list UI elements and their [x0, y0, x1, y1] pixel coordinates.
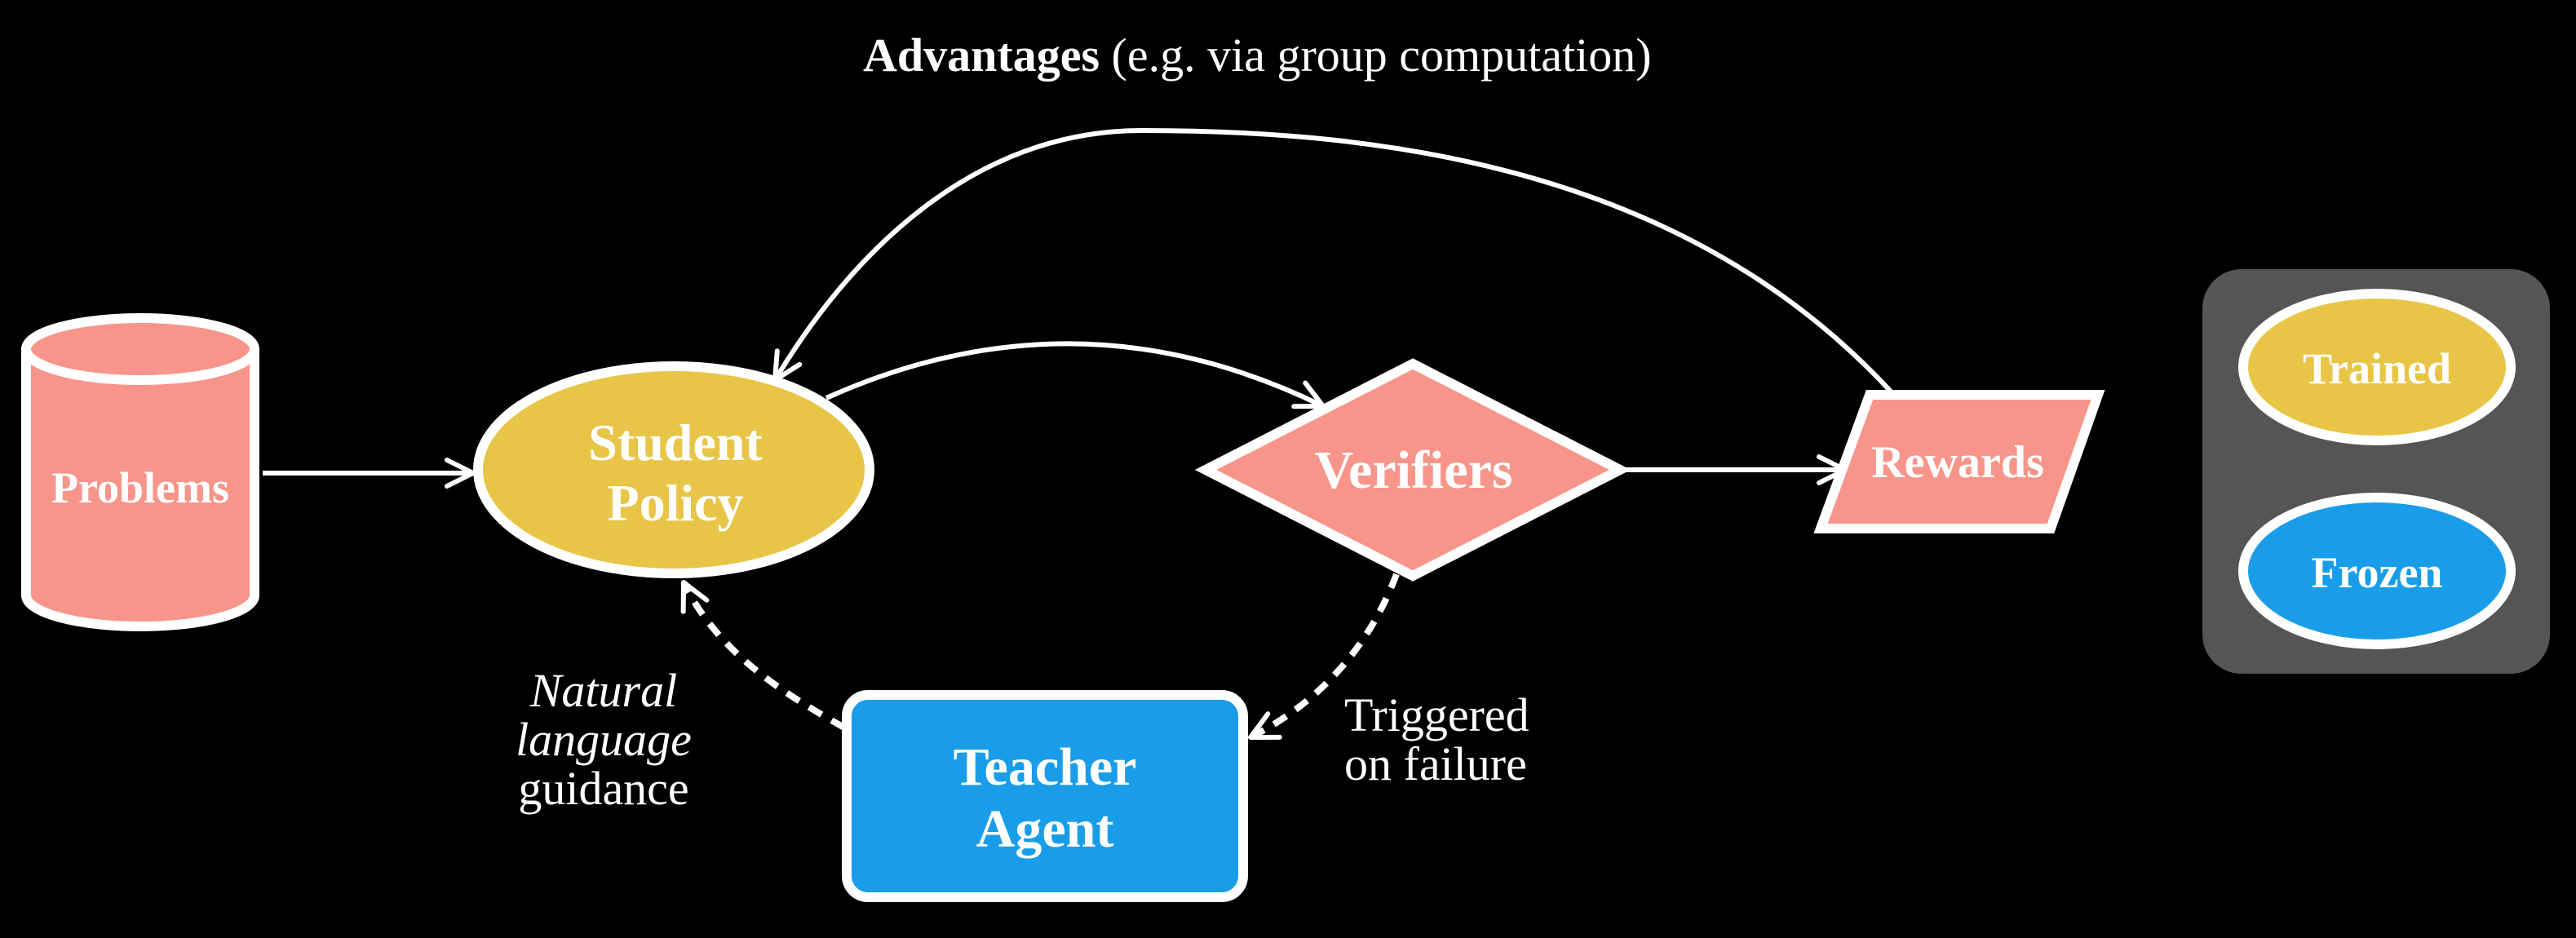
verifiers-label: Verifiers — [1314, 440, 1512, 500]
student-label-line2: Policy — [607, 474, 743, 532]
title-bold: Advantages — [863, 29, 1100, 82]
rewards-node: Rewards — [1813, 390, 2105, 533]
student-label-line1: Student — [588, 414, 763, 471]
guidance-line2: language — [516, 713, 692, 766]
guidance-line1: Natural — [529, 664, 678, 717]
diagram-title: Advantages (e.g. via group computation) — [863, 29, 1652, 82]
guidance-annotation: Natural language guidance — [516, 664, 692, 815]
arrow-verifiers-to-teacher-dashed — [1248, 573, 1400, 741]
teacher-agent-node: Teacher Agent — [842, 690, 1248, 902]
trigger-line2: on failure — [1344, 737, 1527, 790]
legend-frozen-label: Frozen — [2312, 548, 2443, 597]
teacher-label-line1: Teacher — [954, 737, 1137, 797]
problems-node: Problems — [21, 313, 259, 631]
arrow-rewards-to-student-advantages — [772, 127, 1893, 394]
student-policy-node: Student Policy — [473, 361, 874, 578]
verifiers-node: Verifiers — [1194, 358, 1631, 582]
legend-trained: Trained — [2238, 289, 2516, 445]
title-rest: (e.g. via group computation) — [1100, 29, 1652, 82]
arrow-student-to-verifiers — [825, 341, 1326, 409]
guidance-line3: guidance — [518, 762, 688, 815]
arrow-teacher-to-student-dashed — [680, 580, 846, 731]
problems-label: Problems — [51, 463, 229, 512]
legend-frozen: Frozen — [2238, 493, 2516, 649]
legend-trained-label: Trained — [2303, 344, 2451, 393]
trigger-line1: Triggered — [1344, 688, 1529, 741]
rewards-label: Rewards — [1871, 437, 2044, 488]
trigger-annotation: Triggered on failure — [1344, 688, 1529, 790]
legend-box: Trained Frozen — [2202, 269, 2550, 674]
teacher-label-line2: Agent — [976, 799, 1114, 859]
